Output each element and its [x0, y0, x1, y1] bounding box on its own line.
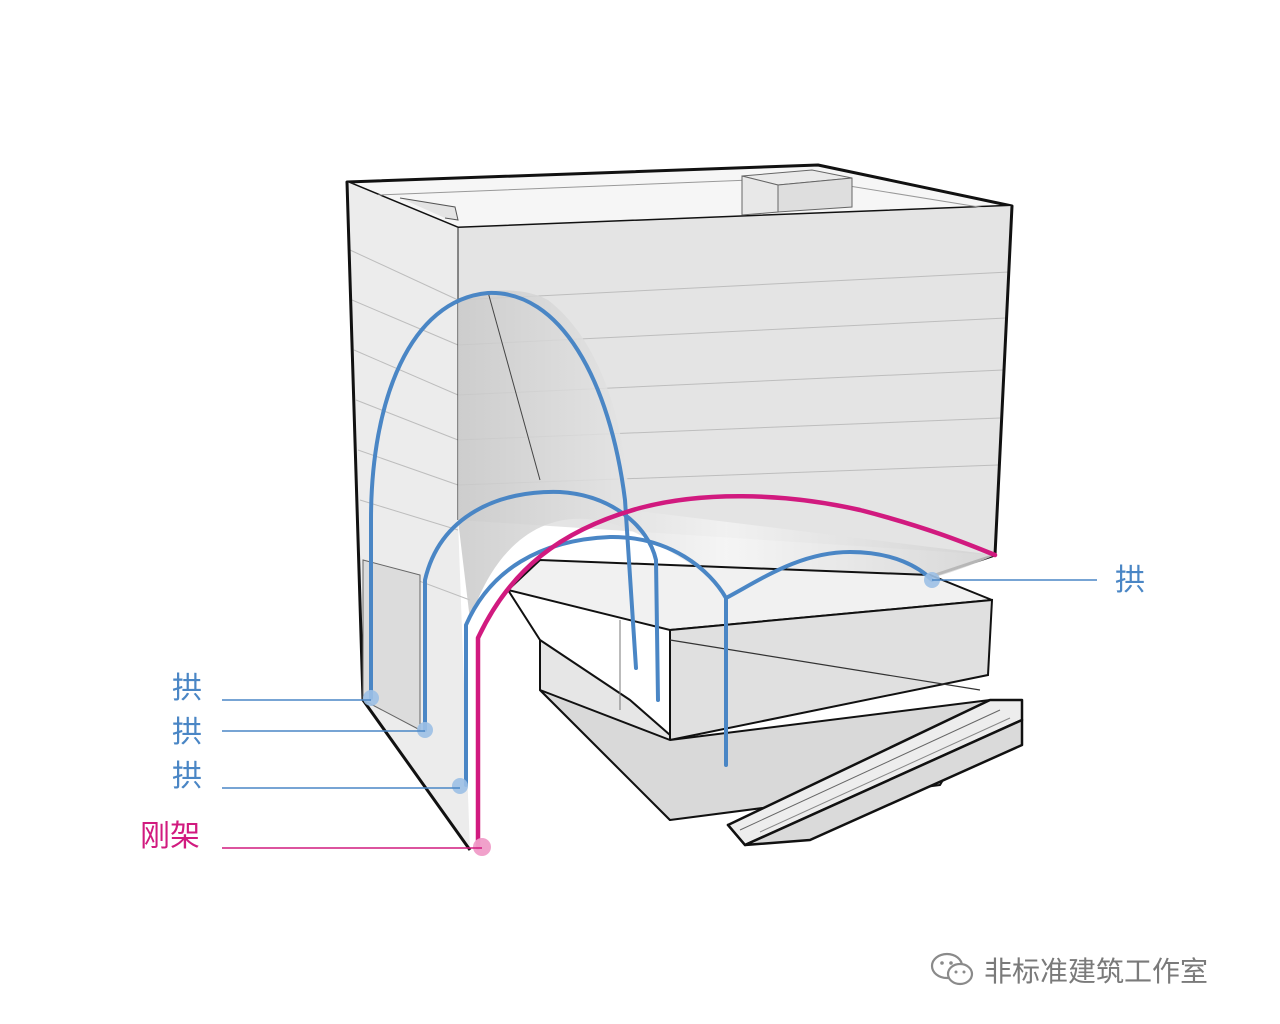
watermark: 非标准建筑工作室 [930, 945, 1208, 995]
label-arch-right: 拱 [1115, 564, 1145, 598]
left-face [347, 182, 470, 850]
label-rigid-frame: 刚架 [140, 820, 200, 854]
label-arch-3: 拱 [172, 760, 202, 794]
label-arch-1: 拱 [172, 672, 202, 706]
arch-anchor-1 [363, 690, 379, 706]
watermark-text: 非标准建筑工作室 [984, 950, 1208, 990]
label-arch-2: 拱 [172, 716, 202, 750]
frame-anchor [473, 838, 491, 856]
arch-anchor-2 [417, 722, 433, 738]
wechat-icon [930, 951, 976, 989]
arch-anchor-3 [452, 778, 468, 794]
